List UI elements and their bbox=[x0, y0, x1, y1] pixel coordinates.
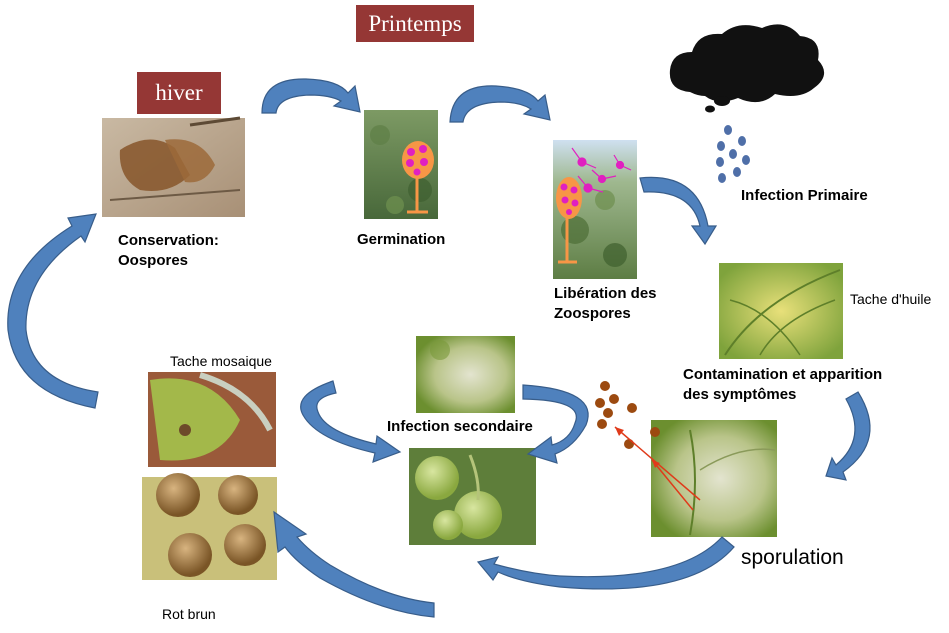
season-tag-spring: Printemps bbox=[356, 5, 474, 42]
oospore-dots bbox=[595, 381, 660, 449]
label-contamination: Contamination et apparition des symptôme… bbox=[683, 366, 883, 403]
arrow-to-conservation bbox=[7, 213, 99, 409]
arrow-sporulation-to-grapes bbox=[476, 536, 735, 590]
arrow-contamination-to-sporulation bbox=[825, 391, 871, 481]
spore-release-arrow bbox=[614, 426, 701, 511]
arrow-secondary-left bbox=[300, 380, 402, 463]
label-rot-brun: Rot brun bbox=[162, 606, 216, 622]
label-liberation: Libération des Zoospores bbox=[554, 285, 657, 322]
label-infection-secondaire: Infection secondaire bbox=[387, 418, 533, 435]
cycle-arrows bbox=[7, 78, 871, 618]
label-tache-huile: Tache d'huile bbox=[850, 291, 932, 307]
photo-rot-brun bbox=[142, 473, 277, 580]
label-sporulation: sporulation bbox=[741, 546, 844, 569]
label-infection-primaire: Infection Primaire bbox=[741, 187, 868, 204]
sporangiophore-liberation bbox=[556, 147, 632, 264]
label-germination: Germination bbox=[357, 231, 446, 248]
photo-green-grapes bbox=[409, 448, 536, 545]
arrow-to-rot-brun bbox=[273, 510, 435, 618]
arrow-hiver-to-germination bbox=[261, 78, 361, 114]
photo-tache-mosaique bbox=[148, 372, 276, 467]
rain-drops bbox=[716, 125, 750, 183]
rain-cloud-icon bbox=[669, 24, 825, 113]
arrow-liberation-to-primary bbox=[639, 176, 718, 246]
photo-sporulation bbox=[651, 420, 777, 537]
sporangiophore-germination bbox=[402, 141, 434, 214]
arrow-secondary-right bbox=[522, 384, 589, 464]
label-conservation: Conservation: Oospores bbox=[118, 232, 219, 269]
label-tache-mosaique: Tache mosaique bbox=[170, 353, 272, 369]
season-tag-winter: hiver bbox=[137, 72, 221, 114]
photo-oospores bbox=[102, 116, 245, 217]
arrow-germination-to-liberation bbox=[449, 85, 551, 123]
photo-tache-huile bbox=[719, 263, 843, 359]
photo-infection-secondaire-leaf bbox=[416, 336, 515, 413]
